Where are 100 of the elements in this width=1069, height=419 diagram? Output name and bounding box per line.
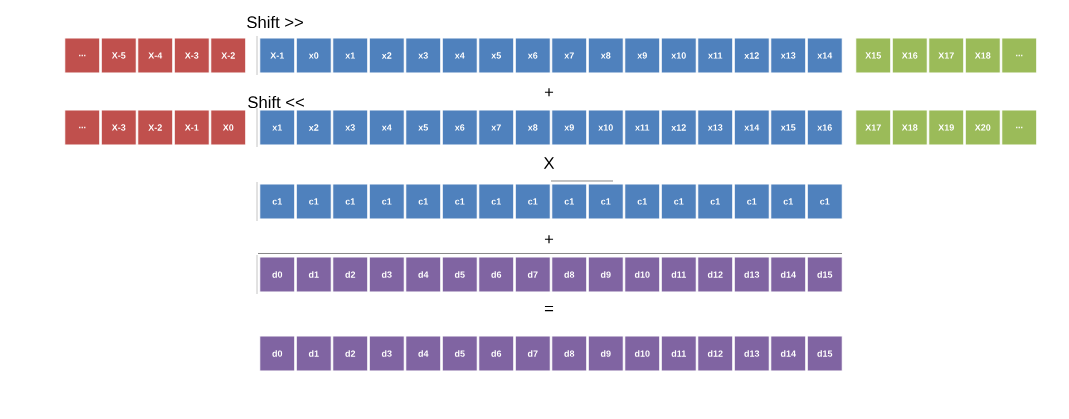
cell: X19: [928, 109, 965, 146]
cell: x11: [624, 109, 661, 146]
cell: d15: [806, 335, 843, 372]
cell: d14: [770, 256, 807, 293]
cell: c1: [770, 183, 807, 220]
cell: d10: [624, 256, 661, 293]
cell: d12: [697, 256, 734, 293]
cell: c1: [806, 183, 843, 220]
cell: x1: [259, 109, 296, 146]
cell: X15: [855, 37, 892, 74]
cell: d10: [624, 335, 661, 372]
cell: ...: [64, 109, 101, 146]
cell: X18: [964, 37, 1001, 74]
cell: d4: [405, 335, 442, 372]
cell: X20: [964, 109, 1001, 146]
cell: X0: [210, 109, 247, 146]
cell: d8: [551, 335, 588, 372]
cell: d13: [733, 256, 770, 293]
cell: c1: [259, 183, 296, 220]
cell: X17: [928, 37, 965, 74]
cell: d0: [259, 256, 296, 293]
cell: d1: [295, 256, 332, 293]
cell: d9: [587, 335, 624, 372]
cell: x5: [478, 37, 515, 74]
cell: ...: [1001, 109, 1038, 146]
cell: d11: [660, 335, 697, 372]
cell: ...: [64, 37, 101, 74]
cell: d2: [332, 256, 369, 293]
cell: X18: [891, 109, 928, 146]
cell: x8: [514, 109, 551, 146]
cell: X-4: [137, 37, 174, 74]
cell: d8: [551, 256, 588, 293]
cell: c1: [295, 183, 332, 220]
cell: x5: [405, 109, 442, 146]
cell: d9: [587, 256, 624, 293]
cell: c1: [660, 183, 697, 220]
cell: c1: [332, 183, 369, 220]
cell: d6: [478, 335, 515, 372]
cell: x10: [660, 37, 697, 74]
cell: x4: [368, 109, 405, 146]
cell: c1: [587, 183, 624, 220]
cell: d4: [405, 256, 442, 293]
cell: X-1: [259, 37, 296, 74]
cell: d1: [295, 335, 332, 372]
cell: x6: [514, 37, 551, 74]
cell: d5: [441, 335, 478, 372]
cell: x10: [587, 109, 624, 146]
cell: x14: [806, 37, 843, 74]
cell: X-2: [137, 109, 174, 146]
cell: d2: [332, 335, 369, 372]
cell: c1: [368, 183, 405, 220]
cell: x13: [770, 37, 807, 74]
cell: c1: [624, 183, 661, 220]
cell: X-3: [173, 37, 210, 74]
cell: x9: [551, 109, 588, 146]
operator-label: Shift >>: [247, 15, 303, 29]
operator-label: X: [543, 157, 555, 169]
cell: x7: [478, 109, 515, 146]
cell: c1: [405, 183, 442, 220]
cell: x14: [733, 109, 770, 146]
cell: x0: [295, 37, 332, 74]
cell: ...: [1001, 37, 1038, 74]
cell: d3: [368, 335, 405, 372]
cell: x2: [295, 109, 332, 146]
operator-label: +: [544, 235, 554, 244]
cell: X-2: [210, 37, 247, 74]
cell: d14: [770, 335, 807, 372]
cell: x3: [405, 37, 442, 74]
cell: d13: [733, 335, 770, 372]
operator-label: +: [544, 88, 554, 97]
cell: c1: [514, 183, 551, 220]
cell: x7: [551, 37, 588, 74]
cell: x1: [332, 37, 369, 74]
cell: d5: [441, 256, 478, 293]
cell: x13: [697, 109, 734, 146]
cell: X-3: [100, 109, 137, 146]
cell: X-5: [100, 37, 137, 74]
cell: c1: [551, 183, 588, 220]
cell: d0: [259, 335, 296, 372]
cell: x15: [770, 109, 807, 146]
cell: c1: [697, 183, 734, 220]
cell: c1: [441, 183, 478, 220]
operator-label: =: [544, 305, 554, 312]
cell: d12: [697, 335, 734, 372]
cell: x9: [624, 37, 661, 74]
cell: x8: [587, 37, 624, 74]
cell: d3: [368, 256, 405, 293]
cell: d15: [806, 256, 843, 293]
cell: d7: [514, 256, 551, 293]
cell: X16: [891, 37, 928, 74]
cell: d11: [660, 256, 697, 293]
cell: x12: [660, 109, 697, 146]
cell: x4: [441, 37, 478, 74]
cell: x2: [368, 37, 405, 74]
cell: x3: [332, 109, 369, 146]
cell: d7: [514, 335, 551, 372]
cell: X17: [855, 109, 892, 146]
cell: d6: [478, 256, 515, 293]
cell: x6: [441, 109, 478, 146]
cell: x16: [806, 109, 843, 146]
